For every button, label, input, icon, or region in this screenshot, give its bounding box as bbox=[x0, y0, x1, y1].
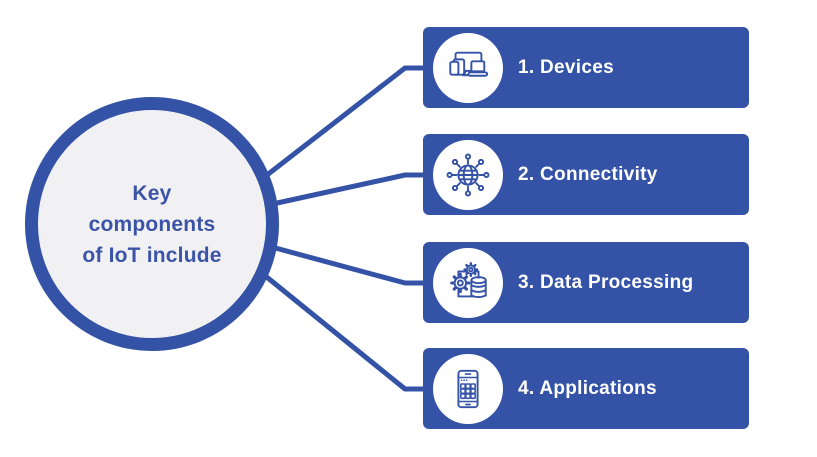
connector-line-devices bbox=[256, 65, 424, 184]
node-label: 2. Connectivity bbox=[518, 163, 658, 185]
devices-icon bbox=[449, 51, 489, 77]
applications-icon bbox=[457, 369, 479, 408]
data-processing-icon bbox=[450, 261, 487, 298]
central-node-title-line: components bbox=[88, 212, 216, 236]
node-connectivity: 2. Connectivity bbox=[423, 134, 749, 215]
node-label: 4. Applications bbox=[518, 377, 657, 399]
central-node-title-line: of IoT include bbox=[82, 243, 222, 267]
connectivity-icon bbox=[446, 153, 490, 196]
central-node-title: Key components of IoT include bbox=[82, 178, 221, 271]
icon-circle bbox=[433, 32, 503, 103]
node-applications: 4. Applications bbox=[423, 348, 749, 429]
connector-line-connectivity bbox=[267, 172, 424, 208]
icon-circle bbox=[433, 139, 503, 210]
icon-circle bbox=[433, 247, 503, 318]
node-label: 1. Devices bbox=[518, 56, 614, 78]
icon-circle bbox=[433, 353, 503, 424]
connector-line-data-processing bbox=[267, 243, 424, 286]
connector-line-applications bbox=[256, 268, 424, 392]
central-node-title-line: Key bbox=[132, 181, 172, 205]
node-devices: 1. Devices bbox=[423, 27, 749, 108]
central-node: Key components of IoT include bbox=[25, 97, 279, 351]
node-data-processing: 3. Data Processing bbox=[423, 242, 749, 323]
node-label: 3. Data Processing bbox=[518, 271, 694, 293]
